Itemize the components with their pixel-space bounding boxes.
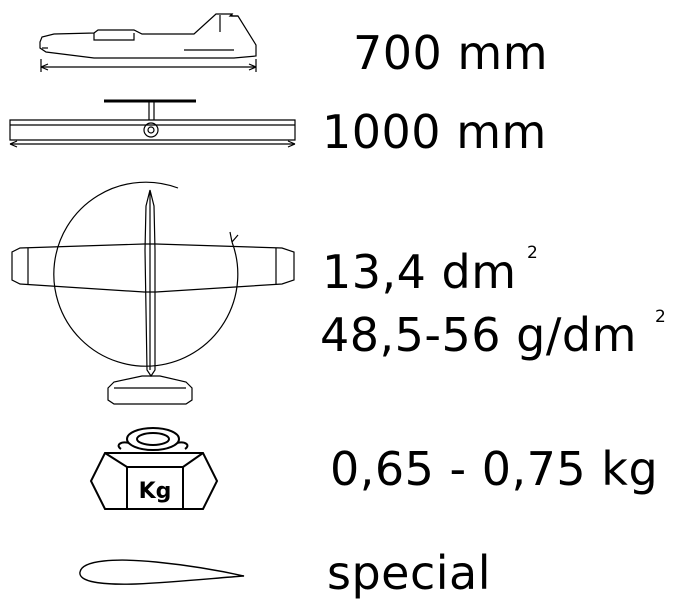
plane-front-view-icon [8,98,298,154]
airfoil-value: special [327,546,492,600]
airfoil-icon [76,556,248,586]
length-value: 700 mm [353,26,549,80]
plane-side-view-icon [34,12,264,72]
wing-loading-value: 48,5-56 g/dm [320,308,637,362]
wing-area-superscript: 2 [527,243,538,263]
weight-kg-icon: Kg [85,425,225,511]
plane-top-view-icon [10,180,300,410]
weight-value: 0,65 - 0,75 kg [330,442,659,496]
wing-loading-superscript: 2 [655,307,666,327]
wingspan-value: 1000 mm [322,105,547,159]
wing-area-value: 13,4 dm [322,245,517,299]
weight-icon-label: Kg [139,479,172,504]
